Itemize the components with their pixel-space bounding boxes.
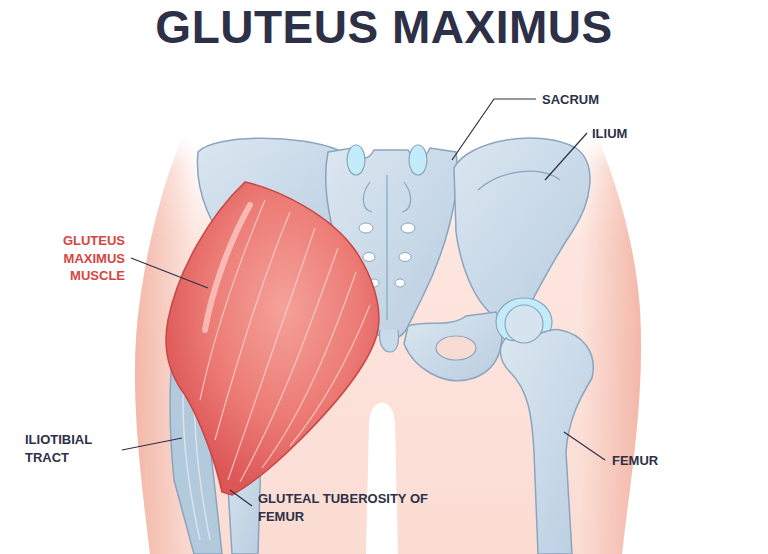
leg-gap xyxy=(366,403,398,554)
leader-line xyxy=(564,432,605,460)
leader-line xyxy=(122,438,182,450)
leader-lines xyxy=(122,99,605,506)
leader-line xyxy=(131,258,208,288)
diagram-title: GLUTEUS MAXIMUS xyxy=(155,2,612,53)
ilium-contour xyxy=(478,171,560,190)
leader-line xyxy=(545,133,587,180)
right-pubis xyxy=(404,312,502,381)
obturator-foramen xyxy=(436,336,476,360)
part-label: ILIOTIBIAL TRACT xyxy=(25,431,117,466)
part-label: ILIUM xyxy=(592,125,627,143)
part-label: GLUTEUS MAXIMUS MUSCLE xyxy=(40,232,125,285)
muscle-fibers xyxy=(200,200,370,482)
gluteus-maximus-muscle xyxy=(166,182,379,495)
sacral-articular-process xyxy=(409,145,427,175)
part-label: GLUTEAL TUBEROSITY OF FEMUR xyxy=(258,490,436,525)
body-shading xyxy=(135,138,641,554)
leader-line xyxy=(452,99,536,160)
coccyx-bone xyxy=(380,330,399,352)
sacral-articular-process xyxy=(347,145,365,175)
body-silhouette xyxy=(135,138,641,554)
part-label: FEMUR xyxy=(612,452,658,470)
part-label: SACRUM xyxy=(542,91,599,109)
right-ilium xyxy=(454,138,590,318)
femoral-head xyxy=(505,305,543,343)
leader-line xyxy=(230,490,252,506)
muscle-highlight xyxy=(205,205,250,330)
